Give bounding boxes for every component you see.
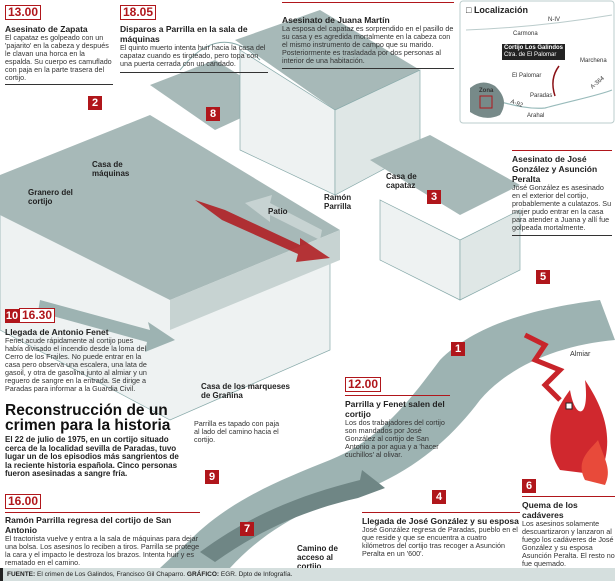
- fuente-label: FUENTE:: [7, 571, 36, 578]
- event-juana: Asesinato de Juana Martín La esposa del …: [282, 2, 454, 69]
- event-text: Fenet acude rápidamente al cortijo pues …: [5, 336, 147, 393]
- label-ramon: Ramón Parrilla: [324, 193, 352, 211]
- granero-side: [170, 230, 340, 330]
- label-granero: Granero del cortijo: [28, 188, 73, 206]
- map-cortijo-road-label: Ctra. de El Palomar: [504, 52, 557, 58]
- event-heading: Llegada de José González y su esposa: [362, 516, 519, 526]
- event-heading: Disparos a Parrilla en la sala de máquin…: [120, 24, 248, 44]
- event-heading: Llegada de Antonio Fenet: [5, 327, 109, 337]
- event-1600: 16.00 Ramón Parrilla regresa del cortijo…: [5, 492, 200, 567]
- label-almiar: Almiar: [570, 349, 591, 358]
- fenet-arrow: [38, 300, 175, 352]
- event-text: El capataz es golpeado con un 'pajarito'…: [5, 33, 112, 82]
- event-1805: 18.05 Disparos a Parrilla en la sala de …: [120, 3, 268, 73]
- zona-box: [479, 95, 493, 109]
- time-badge: 13.00: [5, 5, 42, 20]
- marker-1: 1: [451, 342, 465, 356]
- marker-3: 3: [427, 190, 441, 204]
- event-quema: 6 Quema de los cadáveres Los asesinos so…: [522, 476, 615, 568]
- title-line-1: Reconstrucción de un: [5, 402, 168, 419]
- map-label-zona: Zona: [479, 88, 494, 94]
- headline: Reconstrucción de un crimen para la hist…: [5, 403, 183, 479]
- event-text: La esposa del capataz es sorprendido en …: [282, 24, 454, 65]
- intro-text: El 22 de julio de 1975, en un cortijo si…: [5, 435, 179, 478]
- label-casa-maquinas: Casa de máquinas: [92, 160, 130, 178]
- granero-roof: [0, 115, 340, 300]
- event-1200: 12.00 Parrilla y Fenet salen del cortijo…: [345, 375, 450, 459]
- map-label-paradas: Paradas: [530, 93, 553, 99]
- map-label-arahal: Arahal: [527, 113, 545, 119]
- access-road: [160, 300, 615, 568]
- event-text: Los dos trabajadores del cortijo son man…: [345, 418, 445, 459]
- province-shape: [470, 82, 504, 118]
- capataz-wall: [379, 199, 461, 301]
- map-title: □ Localización: [466, 5, 528, 15]
- time-badge: 16.00: [5, 494, 42, 509]
- road-arrow: [200, 470, 385, 562]
- map-road-n4: [465, 14, 613, 31]
- event-text: El tractorista vuelve y entra a la sala …: [5, 534, 200, 567]
- house-roof: [235, 10, 420, 110]
- event-heading: Quema de los cadáveres: [522, 500, 578, 520]
- time-badge: 12.00: [345, 377, 382, 392]
- event-text: El quinto muerto intenta huir hacia la c…: [120, 43, 266, 68]
- smoke-trail: [523, 332, 565, 402]
- event-heading: Asesinato de José González y Asunción Pe…: [512, 154, 598, 184]
- event-jose: Asesinato de José González y Asunción Pe…: [512, 150, 612, 236]
- fire-inner: [581, 440, 608, 485]
- event-heading: Parrilla y Fenet salen del cortijo: [345, 399, 445, 419]
- patio-red-arrow: [195, 200, 330, 262]
- capataz-roof: [370, 135, 520, 215]
- marker-7: 7: [240, 522, 254, 536]
- marker-9: 9: [205, 470, 219, 484]
- time-badge: 16.30: [19, 308, 56, 323]
- marker-8: 8: [206, 107, 220, 121]
- map-label-n4: N-IV: [548, 17, 560, 23]
- event-heading: Asesinato de Juana Martín: [282, 15, 390, 25]
- event-heading: Ramón Parrilla regresa del cortijo de Sa…: [5, 515, 172, 535]
- label-capataz: Casa de capataz: [386, 172, 417, 190]
- time-badge: 18.05: [120, 5, 157, 20]
- grafico-text: EGR. Dpto de Infografía.: [220, 571, 293, 578]
- map-label-palomar: El Palomar: [512, 73, 542, 79]
- label-marqueses: Casa de los marqueses de Grañina: [201, 382, 290, 400]
- capataz-side: [459, 209, 521, 301]
- marker-2: 2: [88, 96, 102, 110]
- title-line-2: crimen para la historia: [5, 417, 171, 434]
- roof-arch: [179, 41, 261, 71]
- almiar-point: [565, 402, 573, 410]
- footer: FUENTE: El crimen de Los Galindos, Franc…: [0, 568, 615, 581]
- grafico-label: GRÁFICO:: [186, 571, 220, 578]
- tapado-note: Parrilla es tapado con paja al lado del …: [194, 419, 280, 444]
- map-cortijo-road: [552, 65, 560, 97]
- marker-10: 10: [5, 309, 19, 323]
- marker-6: 6: [522, 479, 536, 493]
- map-cortijo-name: Cortijo Los Galindos: [504, 45, 564, 51]
- event-text: Los asesinos solamente descuartizaron y …: [522, 519, 615, 568]
- event-heading: Asesinato de Zapata: [5, 24, 88, 34]
- patio-gray-arrow: [245, 195, 322, 240]
- marker-4: 4: [432, 490, 446, 504]
- marker-5: 5: [536, 270, 550, 284]
- map-label-carmona: Carmona: [513, 31, 538, 37]
- map-title-text: Localización: [473, 5, 528, 15]
- fuente-text: El crimen de Los Galindos, Francisco Gil…: [36, 571, 186, 578]
- event-llegada: Llegada de José González y su esposa Jos…: [362, 512, 520, 558]
- map-cortijo-label: Cortijo Los Galindos Ctra. de El Palomar: [502, 44, 566, 60]
- map-label-marchena: Marchena: [580, 58, 607, 64]
- event-1300: 13.00 Asesinato de Zapata El capataz es …: [5, 3, 113, 85]
- event-text: José González es asesinado en el exterio…: [512, 183, 612, 232]
- event-text: José González regresa de Paradas, pueblo…: [362, 525, 518, 558]
- label-patio: Patio: [268, 207, 288, 216]
